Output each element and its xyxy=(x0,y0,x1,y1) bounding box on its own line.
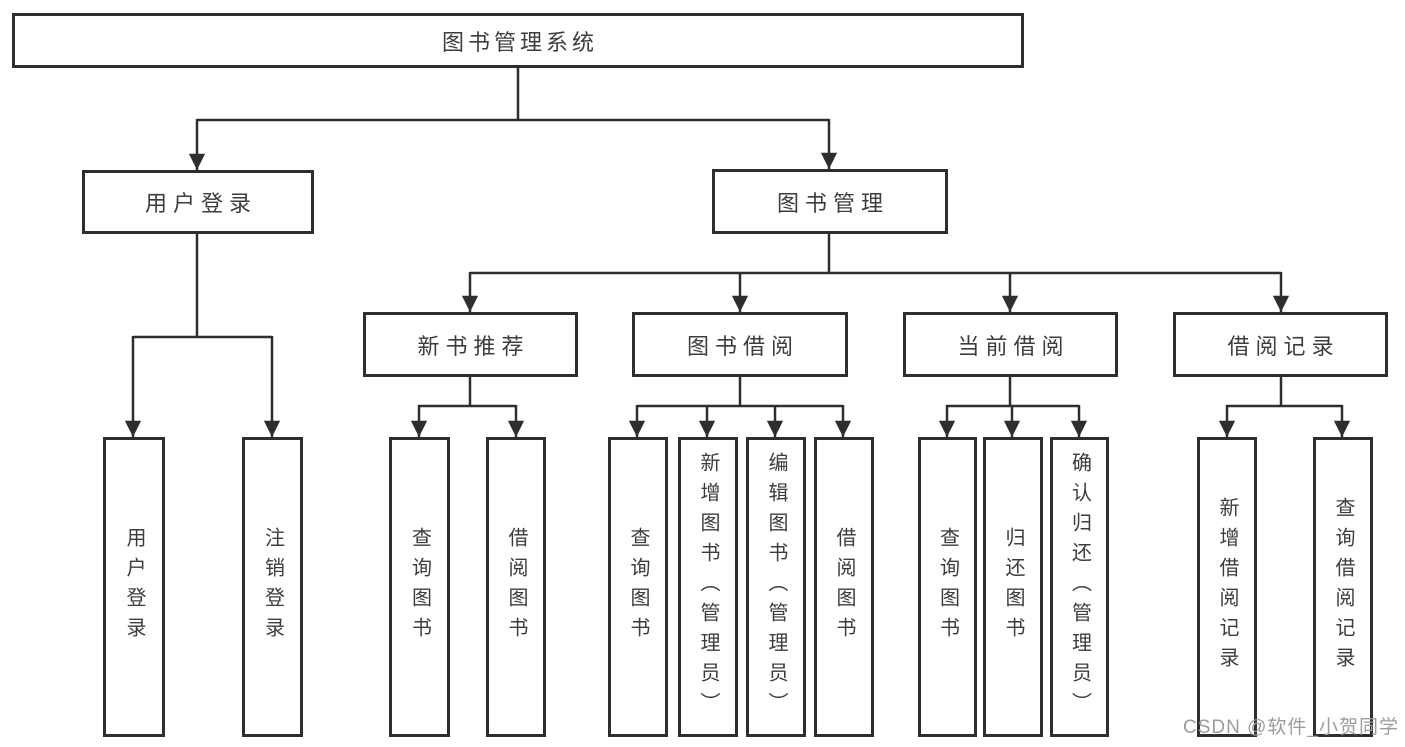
node-query-borrow-record: 查询借阅记录 xyxy=(1313,437,1373,737)
node-label: 当前借阅 xyxy=(957,333,1070,359)
node-label: 用户登录 xyxy=(144,191,257,216)
node-book-management: 图书管理 xyxy=(712,169,948,234)
node-add-borrow-record: 新增借阅记录 xyxy=(1197,437,1257,737)
node-new-book-recommendation: 新书推荐 xyxy=(363,312,578,377)
node-label: 编辑图书（管理员） xyxy=(765,452,787,722)
node-label: 用户登录 xyxy=(123,527,145,647)
node-label: 借阅记录 xyxy=(1227,333,1340,359)
node-label: 归还图书 xyxy=(1002,527,1024,647)
node-label: 查询图书 xyxy=(408,527,431,647)
node-confirm-return-admin: 确认归还（管理员） xyxy=(1050,437,1109,737)
node-borrowing-records: 借阅记录 xyxy=(1173,312,1388,377)
node-query-books: 查询图书 xyxy=(918,437,977,737)
node-edit-books-admin: 编辑图书（管理员） xyxy=(746,437,806,737)
node-label: 新增图书（管理员） xyxy=(697,452,719,722)
node-label: 查询图书 xyxy=(627,527,649,647)
node-borrow-books: 借阅图书 xyxy=(814,437,874,737)
node-label: 新增借阅记录 xyxy=(1216,497,1238,677)
node-current-borrowing: 当前借阅 xyxy=(903,312,1118,377)
node-logout: 注销登录 xyxy=(242,437,303,737)
node-book-borrowing: 图书借阅 xyxy=(632,312,848,377)
node-borrow-books: 借阅图书 xyxy=(486,437,546,737)
node-library-management-system: 图书管理系统 xyxy=(12,13,1024,68)
node-label: 图书管理 xyxy=(776,190,889,216)
node-label: 注销登录 xyxy=(261,527,284,647)
connector-arrows xyxy=(124,119,1351,437)
node-label: 图书借阅 xyxy=(686,333,799,359)
csdn-watermark: CSDN @软件_小贺同学 xyxy=(1183,717,1399,738)
node-query-books: 查询图书 xyxy=(608,437,668,737)
node-user-login-leaf: 用户登录 xyxy=(103,437,165,737)
node-label: 确认归还（管理员） xyxy=(1068,452,1091,722)
node-label: 图书管理系统 xyxy=(441,29,598,55)
node-query-books: 查询图书 xyxy=(389,437,450,737)
node-label: 借阅图书 xyxy=(833,527,855,647)
node-label: 查询借阅记录 xyxy=(1332,497,1354,677)
node-label: 查询图书 xyxy=(936,527,959,647)
node-user-login: 用户登录 xyxy=(82,170,314,234)
node-label: 新书推荐 xyxy=(417,333,530,359)
node-label: 借阅图书 xyxy=(505,527,527,647)
node-return-books: 归还图书 xyxy=(983,437,1043,737)
node-add-books-admin: 新增图书（管理员） xyxy=(678,437,738,737)
